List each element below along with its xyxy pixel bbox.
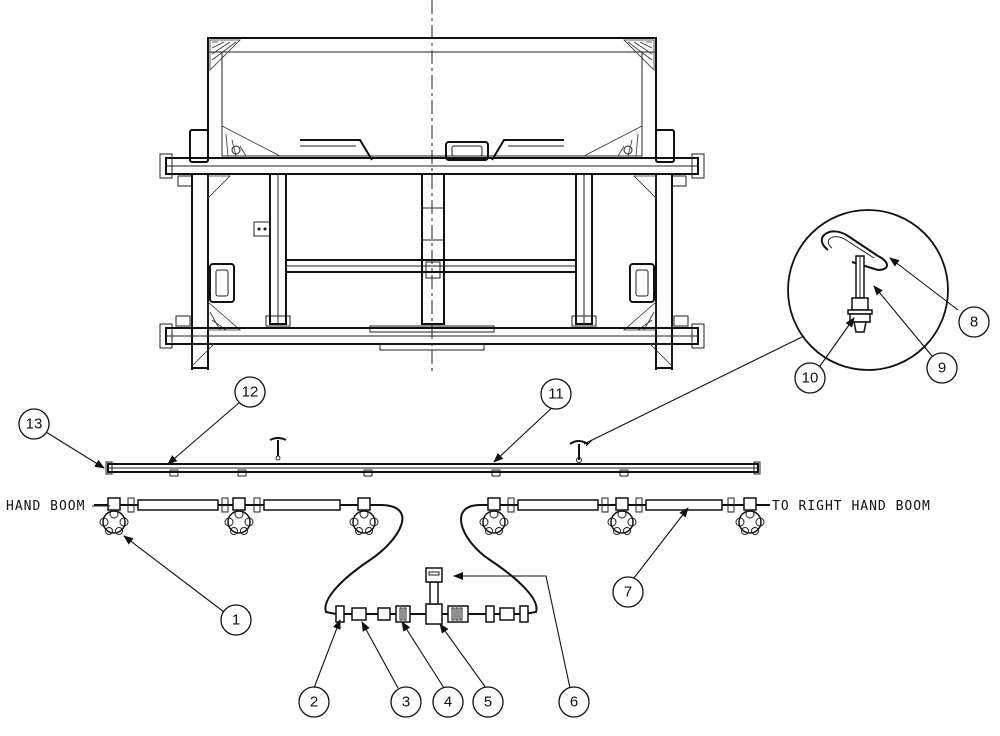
callout-12: 12 <box>234 376 266 408</box>
svg-text:2: 2 <box>310 694 318 711</box>
svg-text:8: 8 <box>970 314 978 331</box>
callout-6: 6 <box>558 686 590 718</box>
manifold <box>335 567 529 625</box>
left-hose <box>324 504 404 615</box>
machine-frame <box>159 0 705 372</box>
callout-10: 10 <box>794 362 826 394</box>
svg-text:6: 6 <box>570 694 578 711</box>
right-boom-label: TO RIGHT HAND BOOM <box>772 499 931 514</box>
svg-text:13: 13 <box>26 416 43 433</box>
callout-2: 2 <box>298 686 330 718</box>
callout-3: 3 <box>390 686 422 718</box>
svg-text:5: 5 <box>484 694 492 711</box>
right-hose <box>460 504 538 615</box>
svg-text:9: 9 <box>938 360 946 377</box>
callout-11: 11 <box>540 378 572 410</box>
svg-text:3: 3 <box>402 694 410 711</box>
callout-1: 1 <box>220 604 252 636</box>
right-boom-nozzles <box>479 497 770 535</box>
callout-5: 5 <box>472 686 504 718</box>
svg-text:11: 11 <box>548 386 564 403</box>
callout-8: 8 <box>958 306 990 338</box>
leader-lines <box>45 257 959 689</box>
svg-text:1: 1 <box>232 612 240 629</box>
detail-view <box>787 209 949 371</box>
boom-bar <box>105 437 761 477</box>
svg-text:7: 7 <box>624 584 632 601</box>
svg-text:12: 12 <box>242 384 259 401</box>
callout-9: 9 <box>926 352 958 384</box>
svg-text:4: 4 <box>444 694 452 711</box>
callout-13: 13 <box>18 408 50 440</box>
left-boom-label: HAND BOOM <box>6 499 85 514</box>
callout-4: 4 <box>432 686 464 718</box>
callout-7: 7 <box>612 576 644 608</box>
left-boom-nozzles <box>94 497 380 535</box>
svg-text:10: 10 <box>802 370 819 387</box>
